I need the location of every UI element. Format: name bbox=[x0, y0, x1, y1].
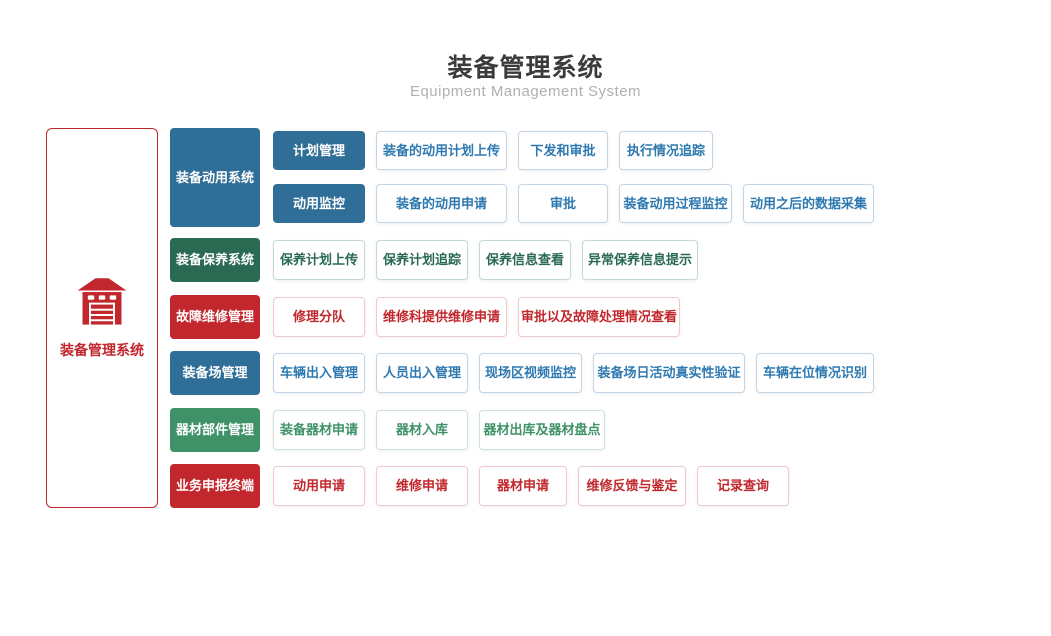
group-items: 动用申请 维修申请 器材申请 维修反馈与鉴定 记录查询 bbox=[273, 466, 789, 506]
root-node-equipment-management: 装备管理系统 bbox=[46, 128, 158, 508]
item-box: 保养计划追踪 bbox=[376, 240, 468, 280]
root-node-label: 装备管理系统 bbox=[60, 341, 144, 358]
garage-icon bbox=[76, 277, 128, 330]
group-label-material-parts: 器材部件管理 bbox=[170, 408, 260, 452]
item-box: 保养计划上传 bbox=[273, 240, 365, 280]
item-box: 维修科提供维修申请 bbox=[376, 297, 507, 337]
group-items: 车辆出入管理 人员出入管理 现场区视频监控 装备场日活动真实性验证 车辆在位情况… bbox=[273, 353, 874, 393]
group-items: 修理分队 维修科提供维修申请 审批以及故障处理情况查看 bbox=[273, 297, 680, 337]
item-box: 动用之后的数据采集 bbox=[743, 184, 874, 223]
group-row-fault-repair: 故障维修管理 修理分队 维修科提供维修申请 审批以及故障处理情况查看 bbox=[170, 295, 680, 339]
item-box: 器材入库 bbox=[376, 410, 468, 450]
item-box: 装备场日活动真实性验证 bbox=[593, 353, 745, 393]
group-label-business-terminal: 业务申报终端 bbox=[170, 464, 260, 508]
item-box: 装备动用过程监控 bbox=[619, 184, 732, 223]
item-box: 现场区视频监控 bbox=[479, 353, 582, 393]
subrow-mobilization-monitoring: 动用监控 装备的动用申请 审批 装备动用过程监控 动用之后的数据采集 bbox=[273, 184, 874, 223]
item-box: 人员出入管理 bbox=[376, 353, 468, 393]
page-subtitle: Equipment Management System bbox=[409, 83, 642, 100]
subgroup-label-mobilization-monitoring: 动用监控 bbox=[273, 184, 365, 223]
item-box: 装备的动用计划上传 bbox=[376, 131, 507, 170]
item-box: 修理分队 bbox=[273, 297, 365, 337]
item-box: 审批 bbox=[518, 184, 608, 223]
group-label-fault-repair: 故障维修管理 bbox=[170, 295, 260, 339]
item-box: 车辆出入管理 bbox=[273, 353, 365, 393]
group-row-maintenance-system: 装备保养系统 保养计划上传 保养计划追踪 保养信息查看 异常保养信息提示 bbox=[170, 238, 698, 282]
group-label-mobilization-system: 装备动用系统 bbox=[170, 128, 260, 227]
item-box: 器材出库及器材盘点 bbox=[479, 410, 605, 450]
group-items: 装备器材申请 器材入库 器材出库及器材盘点 bbox=[273, 410, 605, 450]
group-row-equipment-yard: 装备场管理 车辆出入管理 人员出入管理 现场区视频监控 装备场日活动真实性验证 … bbox=[170, 351, 874, 395]
group-row-business-terminal: 业务申报终端 动用申请 维修申请 器材申请 维修反馈与鉴定 记录查询 bbox=[170, 464, 789, 508]
item-box: 动用申请 bbox=[273, 466, 365, 506]
group-label-maintenance-system: 装备保养系统 bbox=[170, 238, 260, 282]
item-box: 下发和审批 bbox=[518, 131, 608, 170]
item-box: 装备器材申请 bbox=[273, 410, 365, 450]
item-box: 维修申请 bbox=[376, 466, 468, 506]
page-title: 装备管理系统 bbox=[447, 54, 604, 82]
item-box: 异常保养信息提示 bbox=[582, 240, 698, 280]
group-row-material-parts: 器材部件管理 装备器材申请 器材入库 器材出库及器材盘点 bbox=[170, 408, 605, 452]
item-box: 记录查询 bbox=[697, 466, 789, 506]
item-box: 审批以及故障处理情况查看 bbox=[518, 297, 680, 337]
item-box: 车辆在位情况识别 bbox=[756, 353, 874, 393]
item-box: 装备的动用申请 bbox=[376, 184, 507, 223]
subgroup-label-plan-management: 计划管理 bbox=[273, 131, 365, 170]
item-box: 器材申请 bbox=[479, 466, 567, 506]
subrow-plan-management: 计划管理 装备的动用计划上传 下发和审批 执行情况追踪 bbox=[273, 131, 713, 170]
item-box: 维修反馈与鉴定 bbox=[578, 466, 686, 506]
item-box: 保养信息查看 bbox=[479, 240, 571, 280]
group-items: 保养计划上传 保养计划追踪 保养信息查看 异常保养信息提示 bbox=[273, 240, 698, 280]
group-label-equipment-yard: 装备场管理 bbox=[170, 351, 260, 395]
item-box: 执行情况追踪 bbox=[619, 131, 713, 170]
